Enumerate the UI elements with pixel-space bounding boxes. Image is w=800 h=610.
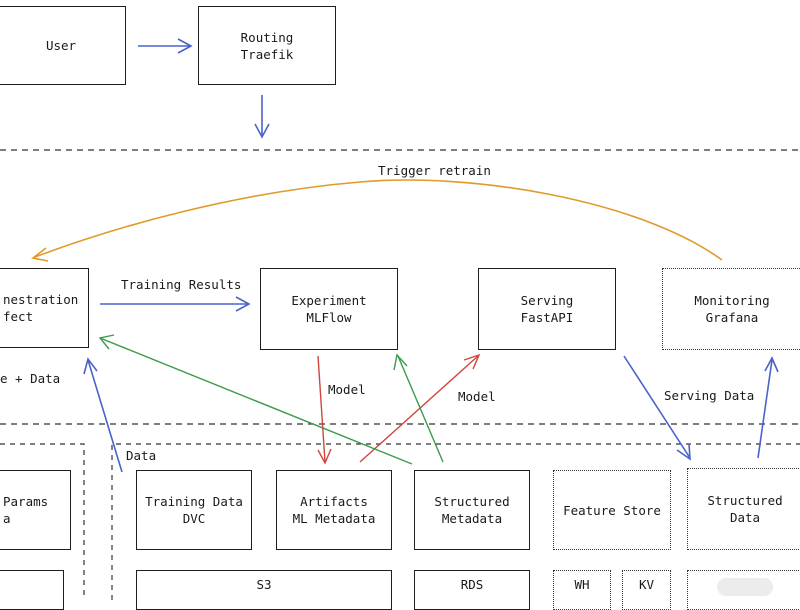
code-data-label: e + Data (0, 371, 61, 386)
kv-label: KV (638, 576, 655, 592)
storage-icon-box[interactable] (687, 570, 800, 610)
artifacts-box[interactable]: Artifacts ML Metadata (276, 470, 392, 550)
arrow-model-up (359, 355, 479, 463)
arrow-metadata-experiment (397, 355, 444, 463)
arrow-model-down (317, 355, 326, 463)
feature-store-box[interactable]: Feature Store (553, 470, 671, 550)
experiment-tool: MLFlow (306, 310, 352, 325)
monitoring-box[interactable]: Monitoring Grafana (662, 268, 800, 350)
params-tool: a (3, 511, 11, 526)
routing-tool: Traefik (240, 46, 294, 62)
structured-metadata-tool: Metadata (441, 511, 503, 526)
arrow-data-monitoring (757, 359, 773, 459)
artifacts-tool: ML Metadata (292, 511, 376, 526)
rds-box[interactable]: RDS (414, 570, 530, 610)
arrowhead-data-orchestration (83, 357, 98, 375)
routing-box[interactable]: Routing Traefik (198, 6, 336, 85)
data-section-label: Data (126, 448, 157, 463)
params-box[interactable]: Params a (0, 470, 71, 550)
model-label-up: Model (458, 389, 496, 404)
kv-box[interactable]: KV (622, 570, 671, 610)
orchestration-box[interactable]: nestration fect (0, 268, 89, 348)
arrowhead-data-monitoring (764, 356, 779, 373)
arrowhead-model-down (317, 448, 332, 465)
arrowhead-model-up (463, 353, 481, 370)
arrowhead-metadata-experiment (393, 353, 408, 371)
structured-data-box[interactable]: Structured Data (687, 468, 800, 550)
user-box[interactable]: User (0, 6, 126, 85)
serving-tool: FastAPI (520, 310, 574, 325)
arrowhead-trigger-retrain (31, 247, 49, 262)
serving-title: Serving (520, 293, 574, 308)
feature-store-label: Feature Store (563, 502, 661, 518)
monitoring-tool: Grafana (705, 310, 759, 325)
arrow-trigger-retrain (34, 179, 723, 261)
experiment-box[interactable]: Experiment MLFlow (260, 268, 398, 350)
structured-metadata-title: Structured (434, 494, 510, 509)
structured-data-title: Structured (707, 493, 783, 508)
training-results-label: Training Results (121, 277, 242, 292)
data-group-container (111, 443, 800, 600)
orchestration-title: nestration (3, 292, 79, 307)
model-label-down: Model (328, 382, 366, 397)
params-title: Params (3, 494, 49, 509)
experiment-title: Experiment (291, 293, 367, 308)
params-group-container (0, 443, 85, 600)
wh-box[interactable]: WH (553, 570, 611, 610)
artifacts-title: Artifacts (300, 494, 368, 509)
rds-label: RDS (460, 576, 484, 592)
wh-label: WH (574, 576, 590, 592)
arrowhead-routing-down (254, 123, 270, 139)
structured-metadata-box[interactable]: Structured Metadata (414, 470, 530, 550)
arrow-metadata-orchestration (99, 337, 413, 465)
training-data-title: Training Data (145, 494, 243, 509)
arrow-data-orchestration (87, 359, 123, 473)
structured-data-tool: Data (729, 510, 761, 525)
arrowhead-user-routing (177, 38, 193, 54)
training-data-tool: DVC (182, 511, 206, 526)
database-icon (717, 578, 773, 596)
s3-label: S3 (256, 576, 272, 592)
arrowhead-training-results (235, 296, 251, 312)
monitoring-title: Monitoring (694, 293, 770, 308)
arrowhead-metadata-orchestration (98, 334, 115, 350)
arrowhead-serving-data (676, 443, 691, 461)
arrow-serving-data (623, 355, 691, 459)
s3-box[interactable]: S3 (136, 570, 392, 610)
routing-title: Routing (240, 29, 294, 45)
serving-data-label: Serving Data (664, 388, 755, 403)
trigger-retrain-label: Trigger retrain (378, 163, 491, 178)
training-data-box[interactable]: Training Data DVC (136, 470, 252, 550)
serving-box[interactable]: Serving FastAPI (478, 268, 616, 350)
orchestration-tool: fect (3, 309, 34, 324)
params-storage-box[interactable] (0, 570, 64, 610)
user-label: User (45, 38, 77, 53)
